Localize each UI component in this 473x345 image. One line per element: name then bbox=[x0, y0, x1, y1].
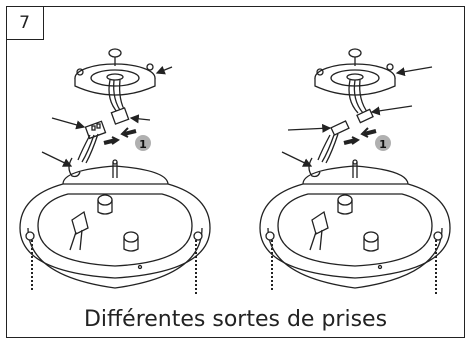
connector-right-female bbox=[330, 120, 350, 136]
right-fixture-diagram bbox=[259, 48, 451, 294]
left-fixture-diagram bbox=[19, 48, 211, 294]
step-number: 7 bbox=[6, 6, 44, 40]
fixture-bowl-right bbox=[259, 159, 451, 294]
callout-badge-left bbox=[135, 135, 151, 151]
fixture-bowl-left bbox=[19, 159, 211, 294]
instruction-frame bbox=[6, 6, 465, 338]
connector-left-female bbox=[84, 120, 107, 140]
callout-marker-right: 1 bbox=[379, 138, 387, 151]
connector-right-male bbox=[356, 108, 374, 124]
connector-left-male bbox=[110, 107, 130, 125]
canopy-left bbox=[74, 48, 156, 96]
caption: Différentes sortes de prises bbox=[83, 307, 388, 332]
callout-marker-left: 1 bbox=[139, 138, 147, 151]
callout-badge-right bbox=[375, 135, 391, 151]
